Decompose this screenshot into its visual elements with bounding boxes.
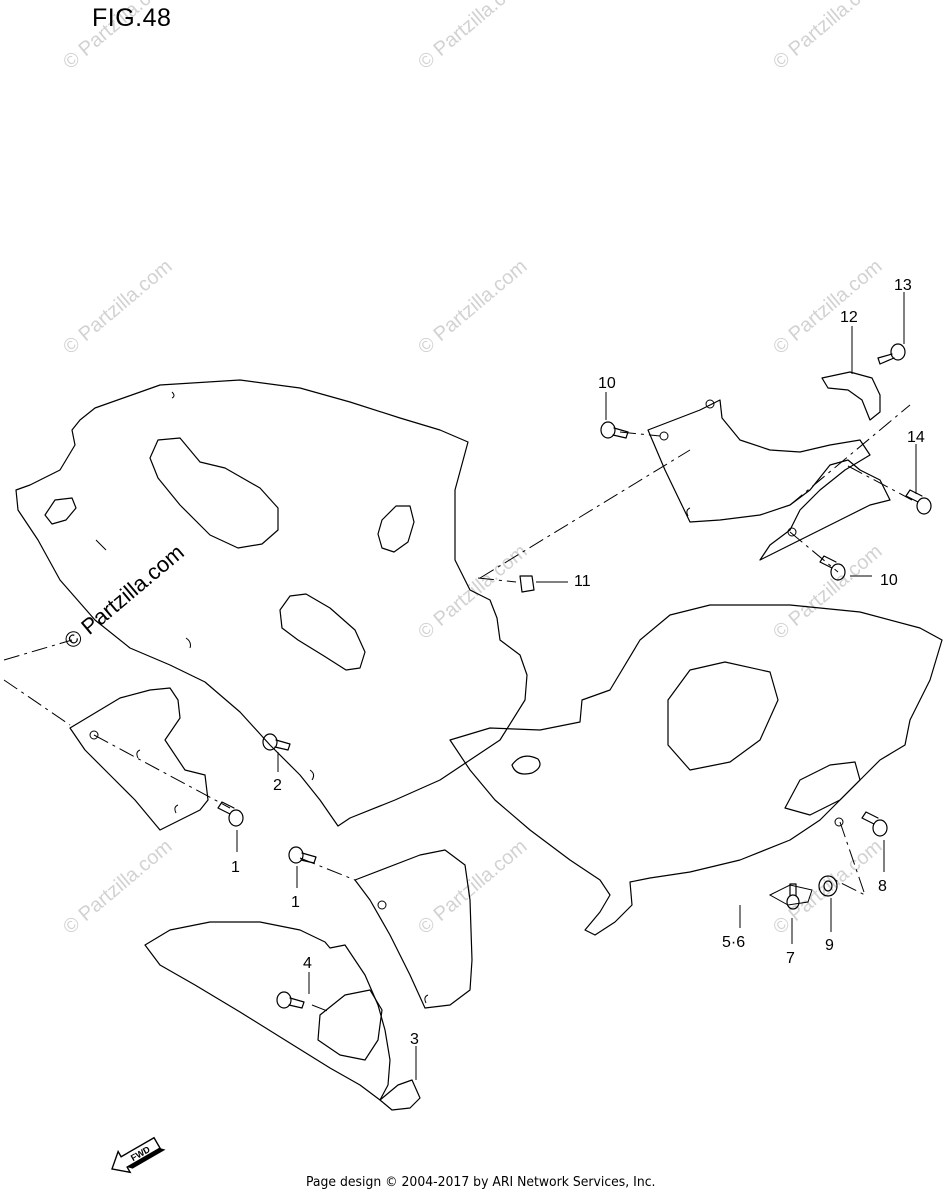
bolt-icon xyxy=(288,846,317,864)
figure-title: FIG.48 xyxy=(92,4,172,32)
callout-leaders xyxy=(236,292,917,1080)
callout-4: 4 xyxy=(303,955,312,972)
callout-labels: 1 1 2 3 4 5·6 7 9 8 10 10 11 12 13 14 xyxy=(231,277,925,1048)
leader-lines xyxy=(3,404,913,1013)
watermark: © Partzilla.com xyxy=(59,255,176,358)
callout-13: 13 xyxy=(894,277,912,294)
fastener-bolts xyxy=(217,343,932,1009)
lower-left-cover xyxy=(144,921,421,1111)
clip-nut-icon xyxy=(519,575,535,593)
mid-bracket xyxy=(354,849,473,1009)
watermark: © Partzilla.com xyxy=(769,255,886,358)
callout-5-6: 5·6 xyxy=(722,934,745,951)
watermark-dark: © Partzilla.com xyxy=(59,539,189,653)
callout-7: 7 xyxy=(786,950,795,967)
callout-8: 8 xyxy=(878,878,887,895)
bolt-icon xyxy=(905,489,932,515)
upper-right-bracket xyxy=(647,399,891,561)
callout-9: 9 xyxy=(825,937,834,954)
bracket-part-12 xyxy=(821,371,881,421)
callout-14: 14 xyxy=(907,429,925,446)
footer-copyright: Page design © 2004-2017 by ARI Network S… xyxy=(306,1174,656,1190)
bolt-icon xyxy=(861,811,888,837)
watermark: © Partzilla.com xyxy=(414,255,531,358)
callout-11: 11 xyxy=(574,573,591,590)
right-under-cowling xyxy=(449,604,943,936)
left-inner-panel xyxy=(69,687,209,831)
callout-3: 3 xyxy=(410,1031,419,1048)
bolt-icon xyxy=(600,421,629,439)
bolt-icon xyxy=(877,343,906,365)
bolt-icon xyxy=(276,991,305,1009)
watermark: © Partzilla.com xyxy=(769,0,886,74)
watermark: © Partzilla.com xyxy=(414,540,531,643)
bolt-icon xyxy=(217,801,244,827)
bolt-icon xyxy=(819,555,846,581)
callout-1: 1 xyxy=(291,894,300,911)
watermark: © Partzilla.com xyxy=(59,835,176,938)
grommet-icon xyxy=(818,875,838,897)
callout-2: 2 xyxy=(273,777,282,794)
callout-10: 10 xyxy=(598,375,616,392)
callout-12: 12 xyxy=(840,309,858,326)
watermark: © Partzilla.com xyxy=(414,0,531,74)
callout-10: 10 xyxy=(880,572,898,589)
callout-1: 1 xyxy=(231,859,240,876)
watermark-layer: © Partzilla.com © Partzilla.com © Partzi… xyxy=(59,0,886,939)
bolt-icon xyxy=(262,733,291,751)
fwd-arrow-icon: FWD xyxy=(111,1136,166,1174)
screw-icon xyxy=(786,883,800,910)
watermark: © Partzilla.com xyxy=(414,835,531,938)
left-under-cowling xyxy=(15,379,528,827)
watermark: © Partzilla.com xyxy=(769,540,886,643)
